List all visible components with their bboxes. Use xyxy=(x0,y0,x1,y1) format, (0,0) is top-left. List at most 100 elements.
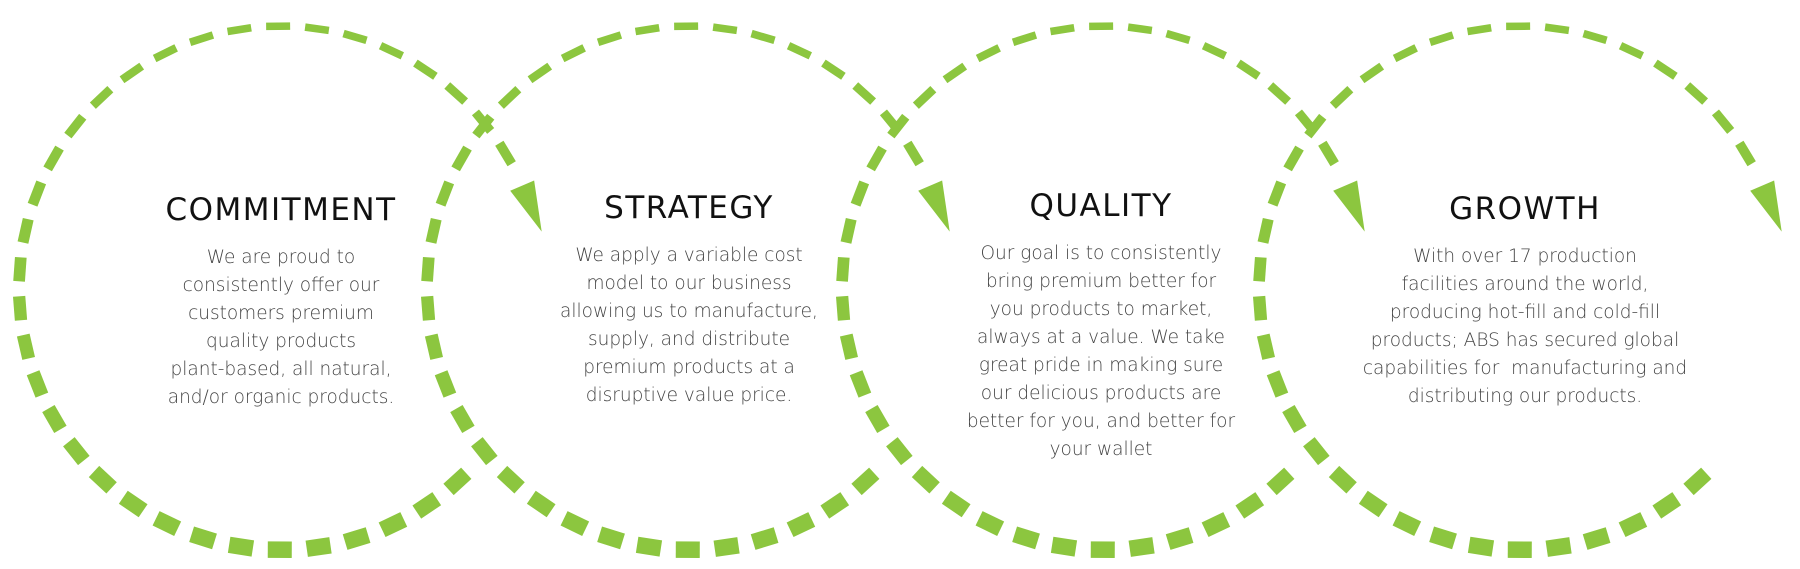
dash-segment xyxy=(1428,31,1455,46)
dash-segment xyxy=(820,492,850,519)
step-description: With over 17 production facilities aroun… xyxy=(1360,243,1690,411)
dash-segment xyxy=(849,370,872,398)
dash-segment xyxy=(378,512,408,537)
dash-segment xyxy=(152,511,182,536)
description-line: premium products at a xyxy=(583,357,795,378)
dash-segment xyxy=(865,405,890,433)
description-line: With over 17 production xyxy=(1413,246,1637,267)
dash-segment xyxy=(1304,113,1327,139)
description-line: facilities around the world, xyxy=(1401,274,1649,295)
description-line: model to our business xyxy=(586,273,792,294)
dash-segment xyxy=(1618,42,1644,60)
dash-segment xyxy=(1283,145,1304,172)
dash-segment xyxy=(1429,526,1457,550)
dash-segment xyxy=(942,62,968,84)
dash-segment xyxy=(1328,465,1357,494)
dash-segment xyxy=(424,333,443,360)
dash-segment xyxy=(912,86,937,109)
dash-segment xyxy=(1253,256,1267,282)
dash-segment xyxy=(713,537,740,557)
description-line: better for you, and better for xyxy=(966,411,1236,432)
dash-segment xyxy=(851,467,880,496)
description-line: producing hot-fill and cold-fill xyxy=(1389,302,1661,323)
dash-segment xyxy=(560,44,586,63)
dash-segment xyxy=(786,512,816,537)
dash-segment xyxy=(305,537,332,557)
dash-segment xyxy=(1236,59,1261,80)
dash-segment xyxy=(451,145,472,172)
dash-segment xyxy=(839,333,858,360)
dash-segment xyxy=(1318,140,1339,167)
dash-segment xyxy=(821,59,846,80)
dash-segment xyxy=(497,86,522,109)
dash-segment xyxy=(496,465,525,494)
step-growth: GROWTH With over 17 production facilitie… xyxy=(1360,189,1690,411)
dash-segment xyxy=(226,23,252,36)
dash-segment xyxy=(1684,82,1709,105)
dash-segment xyxy=(1256,333,1275,360)
dash-segment xyxy=(1683,467,1712,496)
dash-segment xyxy=(443,467,472,496)
dash-segment xyxy=(975,44,1001,63)
dash-segment xyxy=(42,405,67,433)
dash-segment xyxy=(866,145,887,172)
dash-segment xyxy=(412,492,442,519)
description-line: bring premium better for xyxy=(985,271,1217,292)
description-line: great pride in making sure xyxy=(978,355,1224,376)
arrowhead-icon xyxy=(510,180,542,232)
description-line: We apply a variable cost xyxy=(575,245,803,266)
dash-segment xyxy=(1011,31,1038,46)
description-line: products; ABS has secured global xyxy=(1370,330,1680,351)
dash-segment xyxy=(227,536,255,557)
dash-segment xyxy=(911,465,940,494)
dash-segment xyxy=(88,465,117,494)
circle-arrow-4 xyxy=(1253,22,1782,559)
step-description: We are proud to consistently offer our c… xyxy=(116,244,446,412)
dash-segment xyxy=(435,180,455,207)
description-line: distributing our products. xyxy=(1407,386,1643,407)
dash-segment xyxy=(1257,217,1274,244)
dash-segment xyxy=(434,370,457,398)
dash-segment xyxy=(712,23,738,35)
dash-segment xyxy=(1282,405,1307,433)
dash-segment xyxy=(1267,180,1287,207)
dash-segment xyxy=(342,29,368,45)
dash-segment xyxy=(750,527,779,550)
description-line: Our goal is to consistently xyxy=(980,243,1222,264)
dash-segment xyxy=(1266,370,1289,398)
dash-segment xyxy=(1582,527,1611,550)
dash-segment xyxy=(188,31,215,46)
dash-segment xyxy=(1049,23,1075,36)
dash-segment xyxy=(1653,59,1678,80)
dash-segment xyxy=(1466,23,1492,36)
description-line: disruptive value price. xyxy=(585,385,793,406)
dash-segment xyxy=(1201,42,1227,60)
dash-segment xyxy=(634,23,660,36)
description-line: consistently offer our xyxy=(182,275,380,296)
dash-segment xyxy=(635,536,663,557)
dash-segment xyxy=(189,526,217,550)
step-strategy: STRATEGY We apply a variable cost model … xyxy=(524,188,854,410)
description-line: always at a value. We take xyxy=(977,327,1225,348)
step-title: COMMITMENT xyxy=(165,192,397,228)
description-line: We are proud to xyxy=(206,247,356,268)
description-line: our delicious products are xyxy=(980,383,1222,404)
dash-segment xyxy=(1303,437,1330,466)
dash-segment xyxy=(597,526,625,550)
dash-segment xyxy=(119,62,145,84)
step-title: QUALITY xyxy=(1029,188,1173,224)
dash-segment xyxy=(1652,492,1682,519)
dash-segment xyxy=(1392,44,1418,63)
dash-segment xyxy=(1735,140,1756,167)
dash-segment xyxy=(472,113,495,139)
dash-segment xyxy=(903,140,924,167)
description-line: supply, and distribute xyxy=(587,329,790,350)
dash-segment xyxy=(425,217,442,244)
dash-segment xyxy=(836,295,851,321)
dash-segment xyxy=(1544,23,1570,35)
dash-segment xyxy=(1545,537,1572,557)
dash-segment xyxy=(118,490,148,518)
dash-segment xyxy=(1050,536,1078,557)
arrowhead-icon xyxy=(918,180,950,232)
